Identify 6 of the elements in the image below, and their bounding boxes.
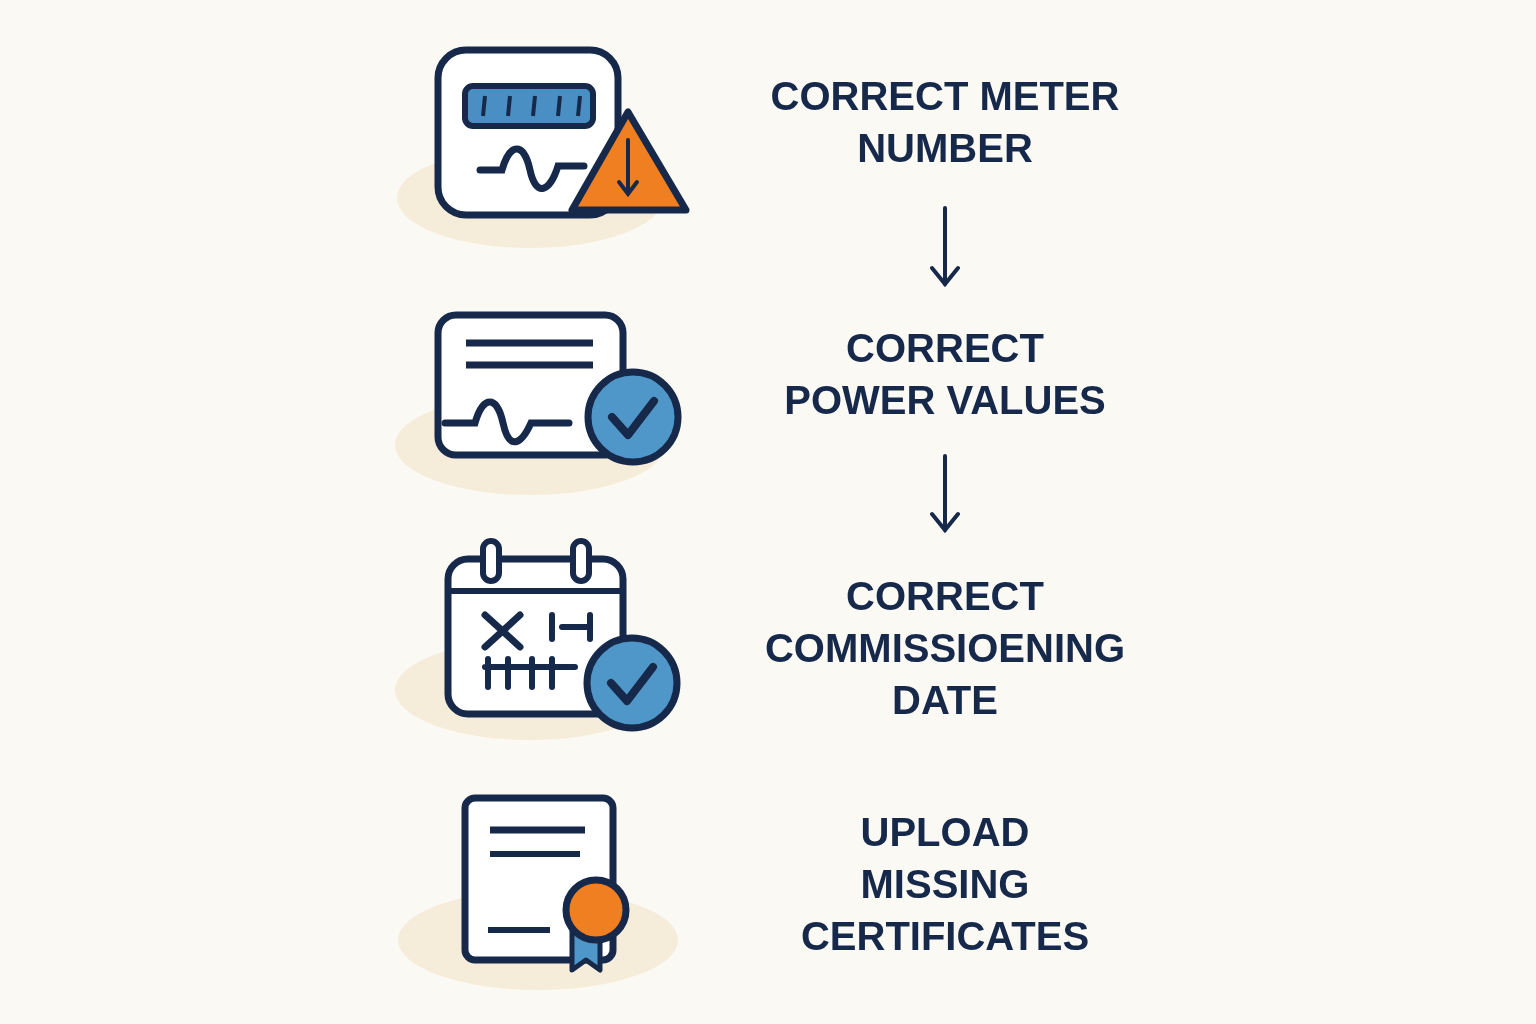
- arrow: [930, 454, 960, 532]
- step-label: CORRECT METER NUMBER: [769, 73, 1121, 172]
- arrow: [930, 206, 960, 286]
- step-label: CORRECT POWER VALUES: [783, 325, 1107, 424]
- step-label: CORRECT COMMISSIOENING DATE: [764, 573, 1126, 724]
- step-label: UPLOAD MISSING CERTIFICATES: [799, 809, 1091, 960]
